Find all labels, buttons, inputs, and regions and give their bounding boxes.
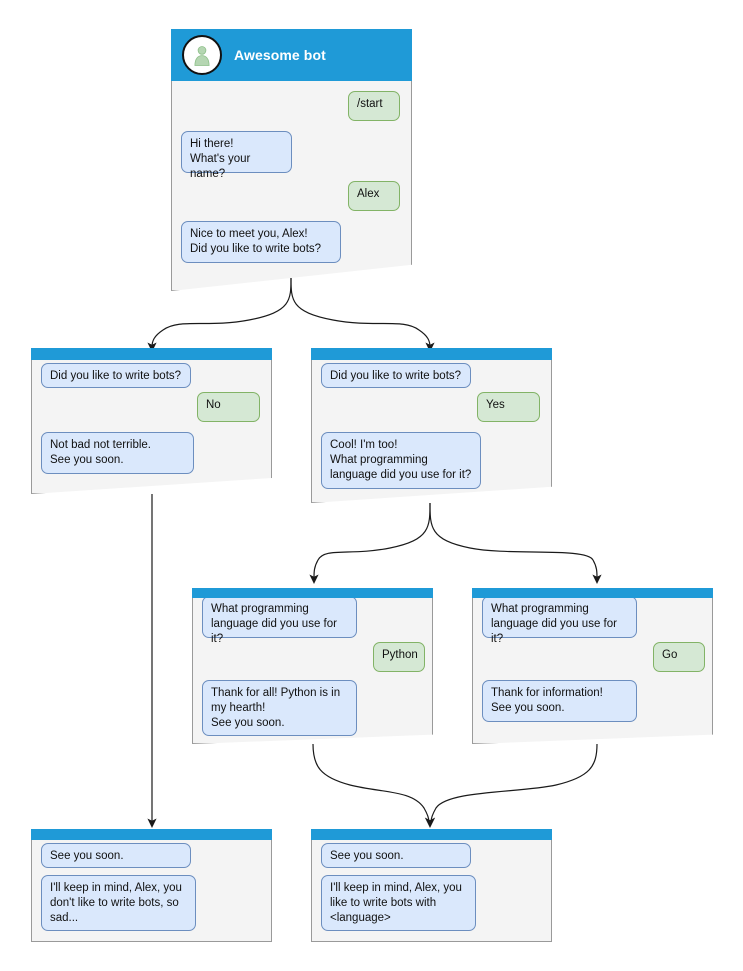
- node-go-branch[interactable]: What programming language did you use fo…: [472, 588, 713, 744]
- message-bubble-bot: Not bad not terrible. See you soon.: [41, 432, 194, 474]
- message-bubble-user: Go: [653, 642, 705, 672]
- message-bubble-bot: I'll keep in mind, Alex, you like to wri…: [321, 875, 476, 931]
- message-bubble-bot: Thank for information! See you soon.: [482, 680, 637, 722]
- node-end-happy[interactable]: See you soon. I'll keep in mind, Alex, y…: [311, 829, 552, 942]
- node-end-sad-messages: See you soon. I'll keep in mind, Alex, y…: [31, 829, 272, 942]
- node-no-branch-header: [31, 348, 272, 360]
- edge-yes-to-python: [313, 502, 431, 579]
- message-bubble-bot: Did you like to write bots?: [321, 363, 471, 388]
- node-python-branch-header: [192, 588, 433, 598]
- node-root[interactable]: Awesome bot /start Hi there! What's your…: [171, 29, 412, 291]
- message-bubble-bot: What programming language did you use fo…: [202, 596, 357, 645]
- message-bubble-user: Python: [373, 642, 425, 672]
- node-root-messages: /start Hi there! What's your name? Alex …: [171, 29, 412, 291]
- message-bubble-user: No: [197, 392, 260, 422]
- node-yes-branch-header: [311, 348, 552, 360]
- node-end-happy-messages: See you soon. I'll keep in mind, Alex, y…: [311, 829, 552, 942]
- message-bubble-bot: Thank for all! Python is in my hearth! S…: [202, 680, 357, 736]
- message-bubble-bot: See you soon.: [41, 843, 191, 868]
- node-go-branch-header: [472, 588, 713, 598]
- node-yes-branch[interactable]: Did you like to write bots? Yes Cool! I'…: [311, 348, 552, 503]
- node-no-branch-messages: Did you like to write bots? No Not bad n…: [31, 348, 272, 494]
- message-bubble-bot: Cool! I'm too! What programming language…: [321, 432, 481, 489]
- message-bubble-bot: Did you like to write bots?: [41, 363, 191, 388]
- bot-name-label: Awesome bot: [234, 47, 326, 63]
- edge-yes-to-go-arrowhead: [592, 574, 602, 584]
- message-bubble-user: /start: [348, 91, 400, 121]
- node-end-happy-header: [311, 829, 552, 840]
- edge-yes-to-python-arrowhead: [309, 574, 319, 584]
- node-yes-branch-messages: Did you like to write bots? Yes Cool! I'…: [311, 348, 552, 503]
- message-bubble-user: Yes: [477, 392, 540, 422]
- edge-merge-to-end-happy-arrowhead: [424, 817, 436, 828]
- node-root-header: Awesome bot: [171, 29, 412, 81]
- edge-yes-to-go: [429, 502, 598, 579]
- edge-python-to-end-happy: [312, 743, 430, 823]
- node-end-sad[interactable]: See you soon. I'll keep in mind, Alex, y…: [31, 829, 272, 942]
- edge-go-to-end-happy: [430, 743, 598, 823]
- person-avatar-icon: [182, 35, 222, 75]
- node-python-branch[interactable]: What programming language did you use fo…: [192, 588, 433, 744]
- message-bubble-bot: I'll keep in mind, Alex, you don't like …: [41, 875, 196, 931]
- message-bubble-bot: Hi there! What's your name?: [181, 131, 292, 180]
- message-bubble-bot: See you soon.: [321, 843, 471, 868]
- node-no-branch[interactable]: Did you like to write bots? No Not bad n…: [31, 348, 272, 494]
- node-go-branch-messages: What programming language did you use fo…: [472, 588, 713, 744]
- node-python-branch-messages: What programming language did you use fo…: [192, 588, 433, 744]
- edge-no-to-end-sad-arrowhead: [147, 818, 157, 828]
- message-bubble-bot: Nice to meet you, Alex! Did you like to …: [181, 221, 341, 263]
- node-end-sad-header: [31, 829, 272, 840]
- message-bubble-bot: What programming language did you use fo…: [482, 596, 637, 645]
- message-bubble-user: Alex: [348, 181, 400, 211]
